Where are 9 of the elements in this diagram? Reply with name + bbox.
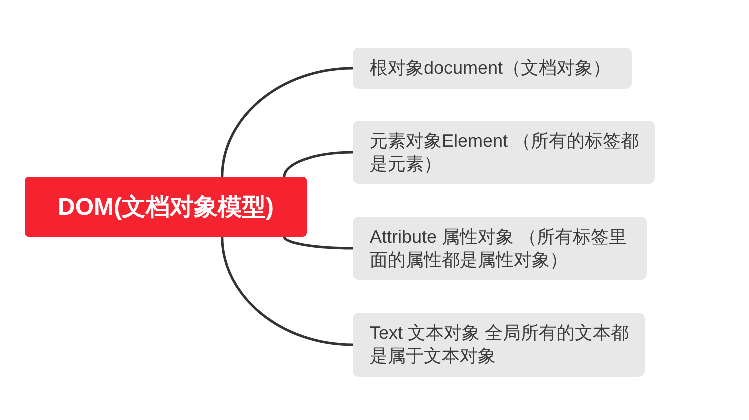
topic-box: 根对象document（文档对象） [353, 48, 632, 89]
curved-connector [283, 151, 354, 178]
topic-box: Text 文本对象 全局所有的文本都是属于文本对象 [353, 313, 645, 377]
curved-connector [221, 67, 354, 178]
central-topic-box: DOM(文档对象模型) [25, 177, 307, 237]
curved-connector [221, 236, 354, 346]
topic-box: 元素对象Element （所有的标签都是元素） [353, 121, 655, 184]
curved-connector [283, 236, 354, 250]
topic-box: Attribute 属性对象 （所有标签里面的属性都是属性对象） [353, 217, 647, 280]
